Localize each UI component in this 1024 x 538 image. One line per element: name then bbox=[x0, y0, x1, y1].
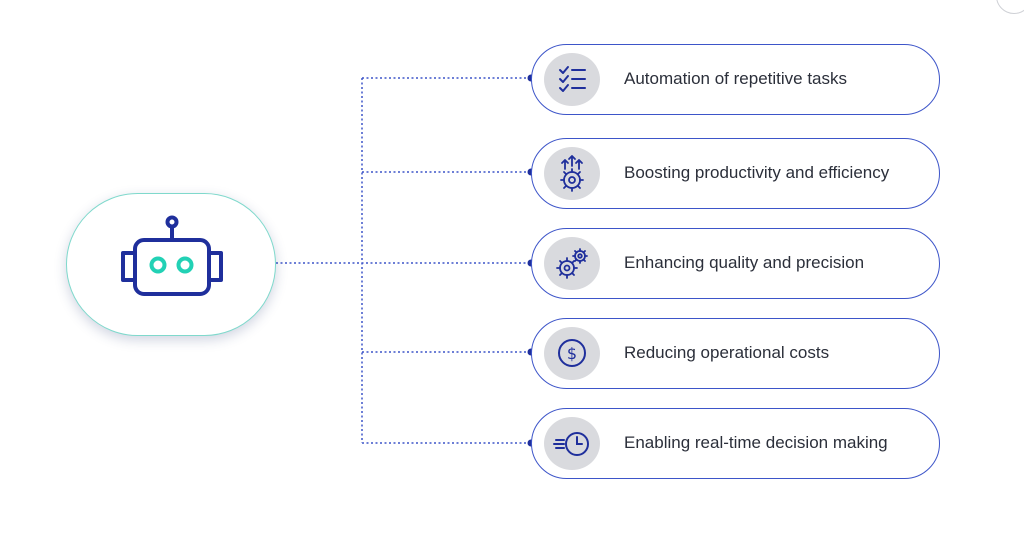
gears-icon bbox=[556, 248, 588, 279]
checklist-icon bbox=[559, 66, 586, 92]
svg-text:$: $ bbox=[567, 344, 577, 363]
robot-node bbox=[66, 193, 276, 336]
icon-circle bbox=[544, 147, 600, 200]
benefit-item-costs: $ Reducing operational costs bbox=[531, 318, 940, 389]
icon-circle: $ bbox=[544, 327, 600, 380]
benefit-item-decision: Enabling real-time decision making bbox=[531, 408, 940, 479]
benefit-item-productivity: Boosting productivity and efficiency bbox=[531, 138, 940, 209]
productivity-gear-icon bbox=[560, 155, 584, 192]
benefit-label: Reducing operational costs bbox=[624, 343, 830, 362]
robot-icon bbox=[121, 215, 223, 296]
icon-circle bbox=[544, 417, 600, 470]
dollar-coin-icon: $ bbox=[558, 339, 586, 367]
benefit-item-quality: Enhancing quality and precision bbox=[531, 228, 940, 299]
benefit-label: Enabling real-time decision making bbox=[624, 433, 888, 452]
icon-circle bbox=[544, 237, 600, 290]
fast-clock-icon bbox=[553, 432, 589, 456]
benefit-label: Enhancing quality and precision bbox=[624, 253, 865, 272]
benefit-label: Automation of repetitive tasks bbox=[624, 69, 848, 88]
benefit-label: Boosting productivity and efficiency bbox=[624, 163, 890, 182]
icon-circle bbox=[544, 53, 600, 106]
benefit-item-automation: Automation of repetitive tasks bbox=[531, 44, 940, 115]
